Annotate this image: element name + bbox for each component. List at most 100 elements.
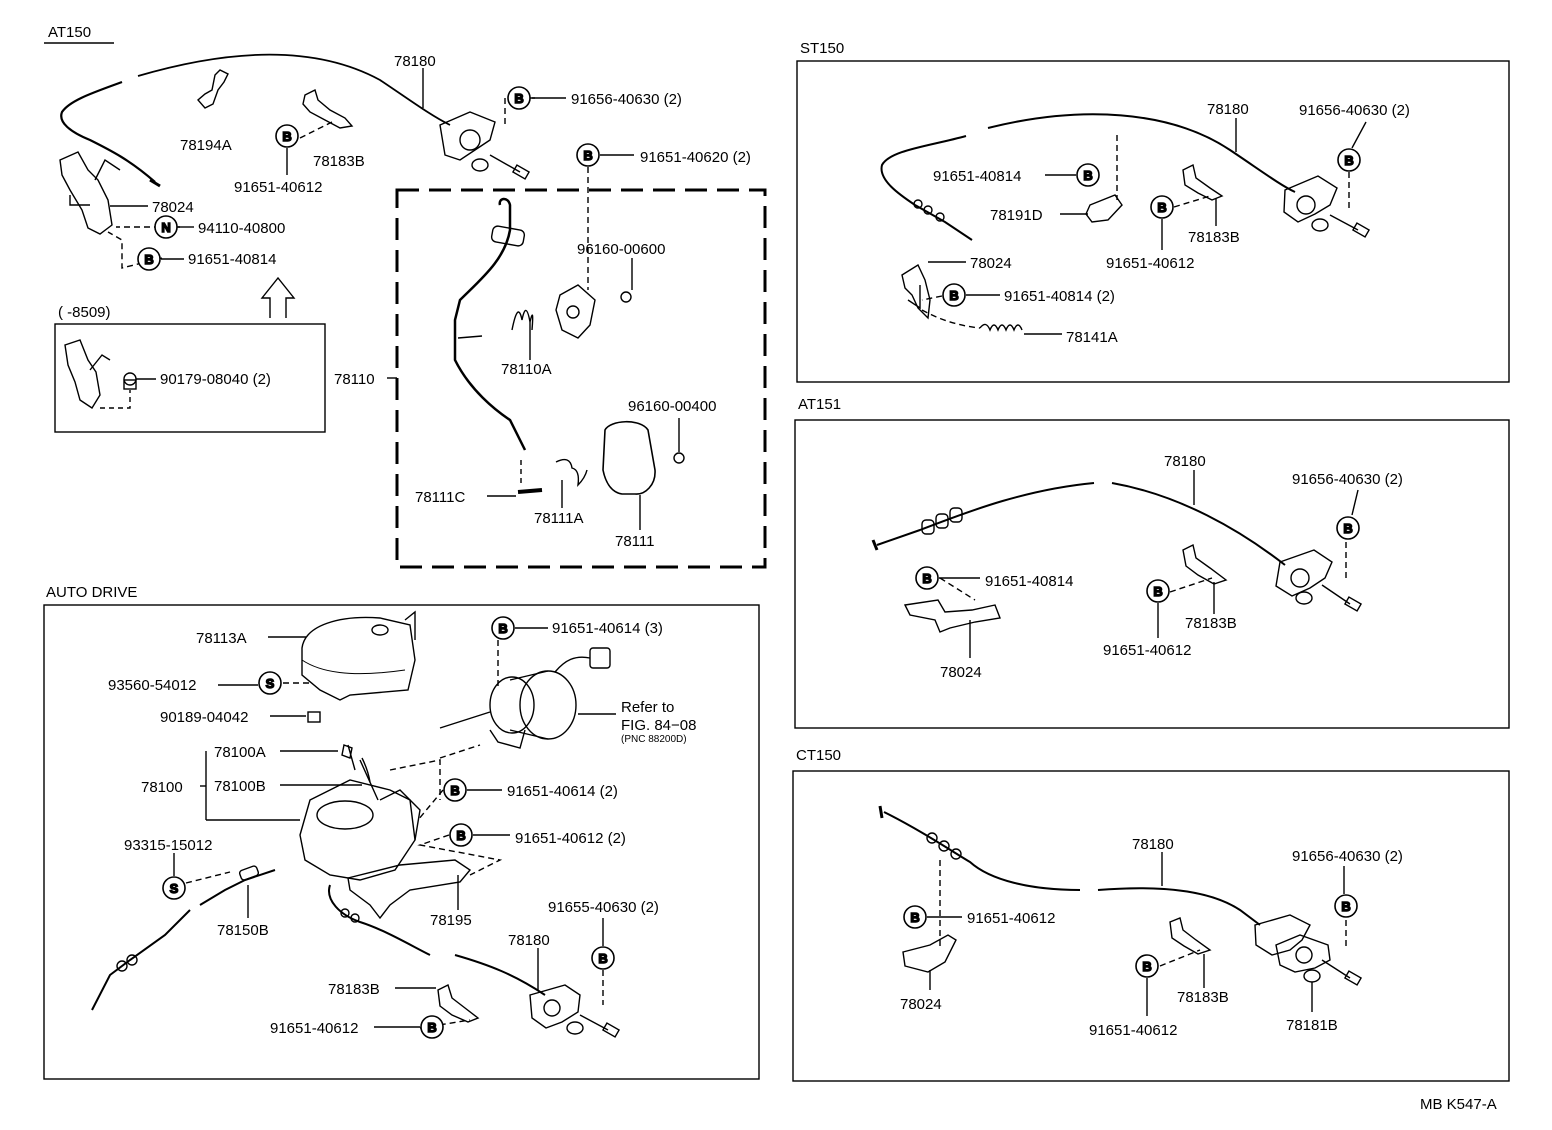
bracket-78024 [59,151,121,235]
inset-8509: ( -8509) [54,304,326,433]
cable-bracket [529,984,581,1029]
part-label: 91651-40612 [1106,255,1194,272]
bracket-78024 [901,263,931,320]
badge-b [1076,163,1100,187]
part-label: 94110-40800 [198,220,285,237]
badge-b [491,616,515,640]
part-label: 78110 [334,371,375,388]
part-label: 91651-40614 (2) [507,783,618,800]
part-label: 91655-40630 (2) [548,899,659,916]
part-label: 91651-40612 [967,910,1055,927]
spring-78141A [979,323,1023,332]
part-label: 96160-00400 [628,398,716,415]
part-label: 78024 [970,255,1012,272]
part-label: 78100 [141,779,183,796]
clip-78194A [197,69,229,109]
part-label: 93560-54012 [108,677,196,694]
part-label: 91651-40612 [1089,1022,1177,1039]
badge-s [258,671,282,695]
badge-n [154,215,178,239]
badge-b [449,823,473,847]
badge-b [420,1015,444,1039]
section-st150: ST150 78180 91656-40630 (2) 91651-40814 … [796,40,1510,383]
badge-b [1334,894,1358,918]
clip-78183B [1182,543,1228,585]
actuator-assembly-78100 [299,744,421,881]
section-at150: AT150 [44,24,767,569]
lever-78181B [1275,934,1331,973]
badge-b [1135,954,1159,978]
part-label: 78183B [313,153,365,170]
throttle-cable-78180 [880,113,1296,241]
badge-b [576,143,600,167]
part-label: 78180 [508,932,550,949]
part-label: 78100A [214,744,266,761]
accelerator-pedal-group-78110 [387,188,767,569]
part-label: 78191D [990,207,1043,224]
part-label: 91651-40612 [270,1020,358,1037]
part-label: 78180 [394,53,436,70]
part-label: 91651-40814 (2) [1004,288,1115,305]
badge-b [1150,195,1174,219]
section-at151: AT151 78180 91656-40630 (2) 91651-40814 … [794,396,1510,729]
part-label: 91651-40612 (2) [515,830,626,847]
bracket-78024 [902,934,957,973]
badge-b [1336,516,1360,540]
part-label: 90179-08040 (2) [160,371,271,388]
part-label: 78024 [152,199,194,216]
clip-78183B [1169,917,1212,955]
arrow-up-icon [260,276,296,318]
clip-78183B [302,89,354,129]
badge-b [942,283,966,307]
part-label: 91656-40630 (2) [1299,102,1410,119]
badge-b [275,124,299,148]
throttle-cable-78180 [328,884,546,996]
section-title-auto-drive: AUTO DRIVE [46,584,137,601]
part-label: 78183B [1188,229,1240,246]
inset-range-label: ( -8509) [58,304,111,321]
bracket-78195 [347,859,472,920]
part-label: 78194A [180,137,232,154]
part-label: 78180 [1164,453,1206,470]
part-label: 78024 [900,996,942,1013]
badge-b [915,566,939,590]
throttle-cable-78180 [883,811,1261,926]
cable-bracket [1254,914,1311,956]
part-label: 78150B [217,922,269,939]
part-label: 78113A [196,630,247,647]
part-label: 78111 [615,533,655,550]
cover-78113A [301,616,416,701]
part-label: 93315-15012 [124,837,212,854]
cable-78150B [91,869,276,1011]
part-label: 78180 [1207,101,1249,118]
part-label: 96160-00600 [577,241,665,258]
part-label: 78183B [1185,615,1237,632]
cable-bracket [1283,175,1338,223]
part-label: 91651-40620 (2) [640,149,751,166]
cable-bracket [439,111,531,180]
part-label: 91656-40630 (2) [571,91,682,108]
part-label: 91656-40630 (2) [1292,848,1403,865]
refer-note: Refer to [621,699,674,716]
part-label: 78111C [415,489,465,506]
part-label: 90189-04042 [160,709,248,726]
badge-b [1337,148,1361,172]
badge-b [1146,579,1170,603]
refer-note: FIG. 84−08 [621,717,696,734]
badge-b [507,86,531,110]
badge-b [591,946,615,970]
part-label: 91651-40614 (3) [552,620,663,637]
refer-note: (PNC 88200D) [621,734,687,745]
part-label: 78183B [328,981,380,998]
part-label: 91651-40612 [1103,642,1191,659]
section-auto-drive: AUTO DRIVE [43,584,760,1080]
throttle-cable-78180 [876,482,1286,566]
clip-78183B [437,984,480,1023]
section-title-ct150: CT150 [796,747,841,764]
bracket-78024 [903,599,1001,633]
part-label: 78110A [501,361,552,378]
throttle-cable-78180 [60,53,451,188]
part-label: 91651-40814 [985,573,1073,590]
part-label: 78141A [1066,329,1118,346]
